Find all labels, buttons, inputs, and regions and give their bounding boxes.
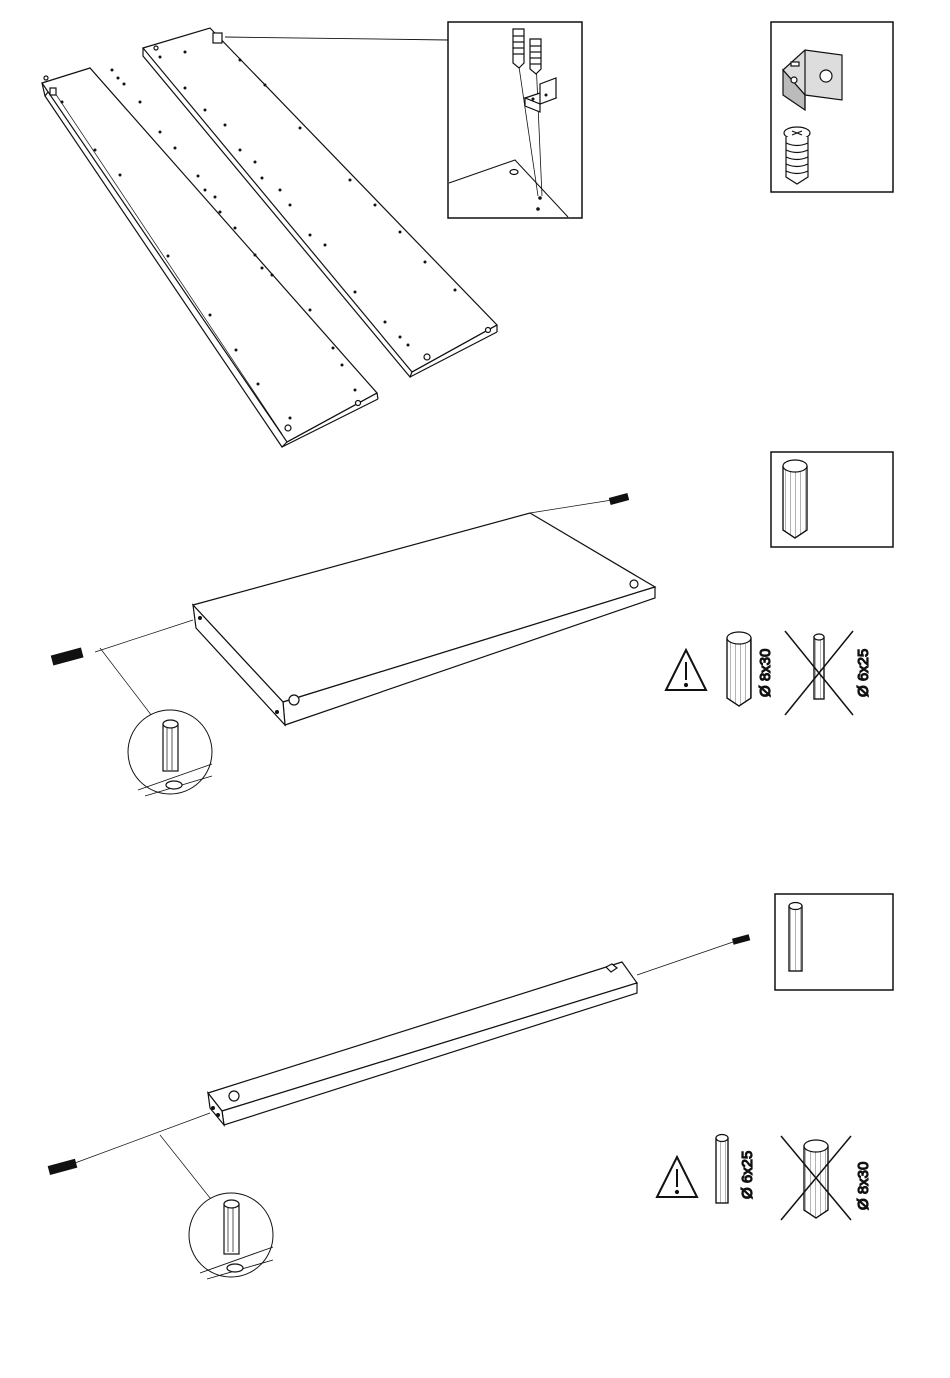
- dowel-left-step2: [51, 648, 82, 664]
- parts-box-step1: [771, 22, 893, 192]
- wrong-size-label-step3: Ø 8x30: [855, 1162, 872, 1210]
- cam-screw-icon: [784, 127, 810, 184]
- wrong-dowel-step3: [781, 1136, 851, 1220]
- wrong-size-label-step2: Ø 6x25: [855, 649, 872, 697]
- correct-size-label-step3: Ø 6x25: [739, 1151, 756, 1199]
- detail-cam-screw-2: [530, 39, 541, 74]
- correct-size-label-step2: Ø 8x30: [757, 649, 774, 697]
- dowel-left-step3: [48, 1160, 76, 1175]
- parts-box-step2: [771, 452, 893, 547]
- thin-dowel-icon: [789, 903, 802, 972]
- detail-callout-line: [225, 37, 448, 40]
- detail-cam-screw-1: [513, 29, 524, 68]
- parts-box-step3: [775, 894, 893, 990]
- step3-group: Ø 6x25 Ø 8x30: [48, 894, 893, 1279]
- dowel-right-step3: [733, 935, 750, 944]
- correct-dowel-step3: [716, 1135, 728, 1204]
- correct-dowel-step2: [727, 632, 751, 706]
- dowel-right-step2: [610, 494, 629, 504]
- rail-board: [208, 962, 637, 1125]
- shelf-board: [193, 513, 655, 725]
- dowel-icon: [783, 460, 807, 538]
- bracket-detail-box: [448, 22, 582, 218]
- dowel-zoom-circle-step2: [128, 710, 212, 796]
- step1-group: [42, 22, 893, 447]
- step2-group: Ø 8x30 Ø 6x25: [51, 452, 893, 796]
- warning-icon: [666, 650, 706, 690]
- dowel-zoom-circle-step3: [189, 1193, 273, 1279]
- warning-icon-step3: [657, 1157, 697, 1197]
- wrong-dowel-step2: [785, 631, 853, 715]
